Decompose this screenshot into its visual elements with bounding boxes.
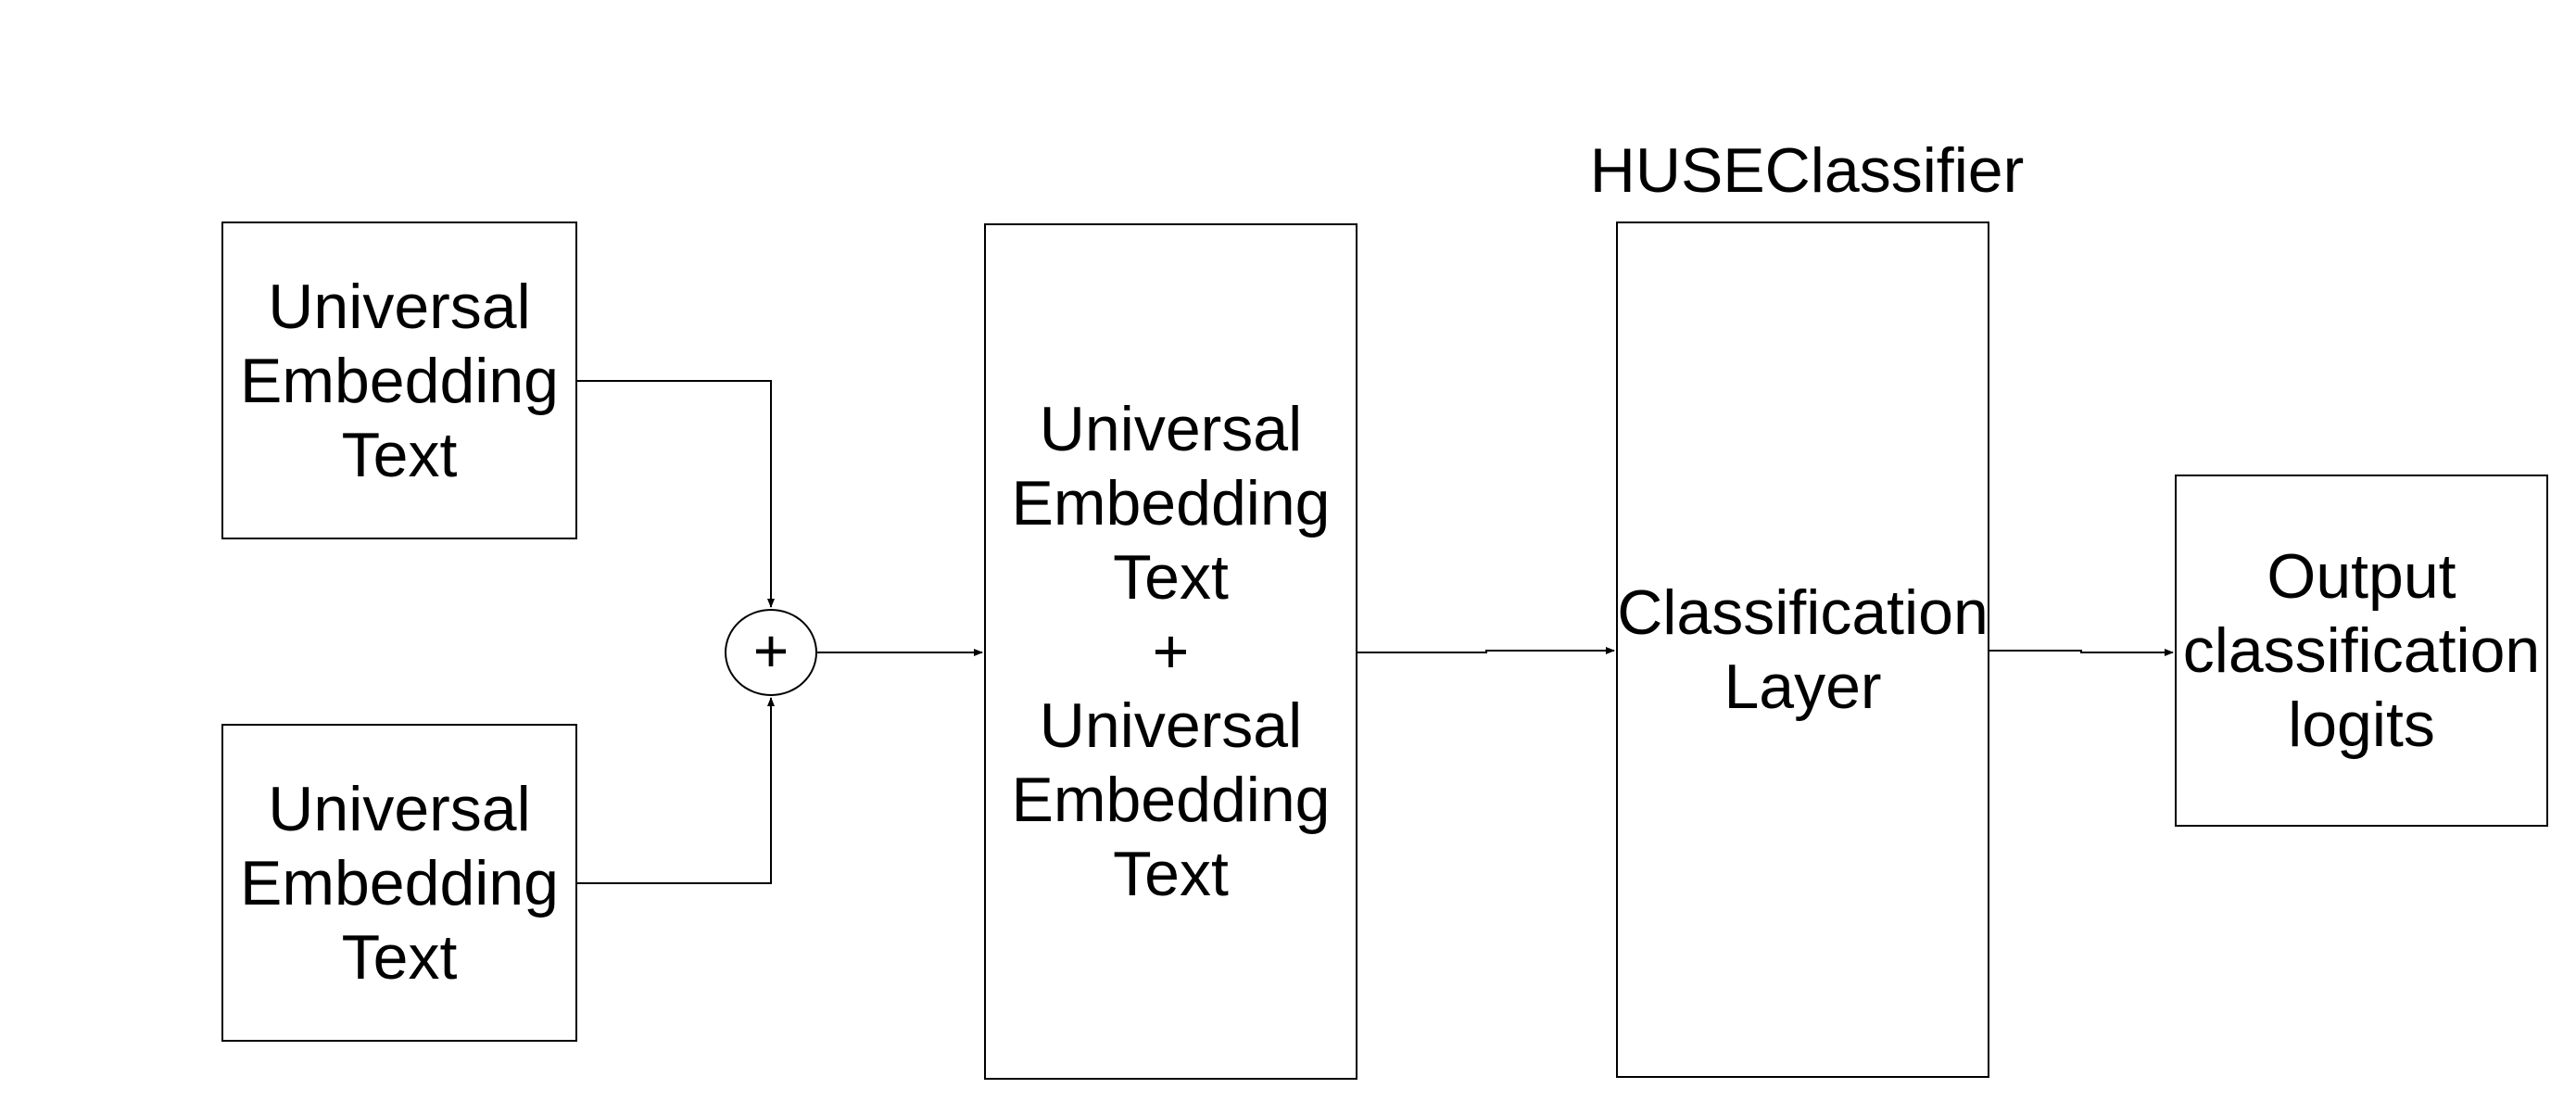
classification-layer-label: Classification Layer <box>1617 577 1989 722</box>
edge-input-bottom-to-plus <box>577 697 775 884</box>
output-logits-label: Output classification logits <box>2182 541 2541 760</box>
classification-layer-block: Classification Layer <box>1616 222 1989 1078</box>
output-logits-block: Output classification logits <box>2175 475 2548 827</box>
edge-input-top-to-plus <box>577 380 775 608</box>
classifier-title: HUSEClassifier <box>1589 135 2025 206</box>
input-block-bottom: Universal Embedding Text <box>221 724 577 1042</box>
input-block-bottom-label: Universal Embedding Text <box>239 773 560 993</box>
sum-node: + <box>725 609 817 696</box>
edge-classifier-to-output <box>1989 649 2174 656</box>
combined-embedding-block: Universal Embedding Text + Universal Emb… <box>984 223 1357 1080</box>
combined-embedding-label: Universal Embedding Text + Universal Emb… <box>1011 394 1331 909</box>
plus-icon: + <box>752 616 789 685</box>
input-block-top: Universal Embedding Text <box>221 222 577 539</box>
edge-combined-to-classifier <box>1357 647 1615 654</box>
input-block-top-label: Universal Embedding Text <box>239 271 560 490</box>
